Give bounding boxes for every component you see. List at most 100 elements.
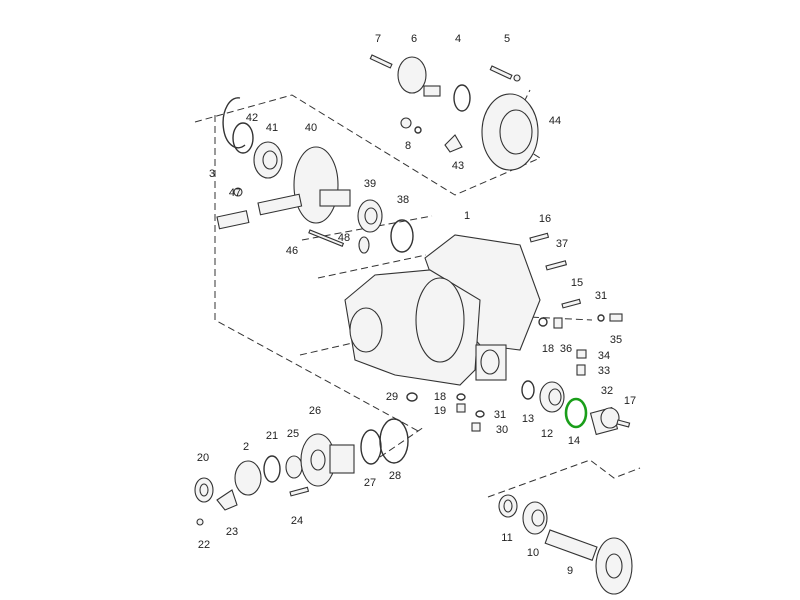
plug-30 bbox=[471, 422, 481, 432]
part-number-label[interactable]: 34 bbox=[598, 350, 610, 362]
housing-left-bore bbox=[349, 307, 383, 353]
part-number-label[interactable]: 29 bbox=[386, 391, 398, 403]
housings bbox=[344, 234, 541, 386]
part-number-label[interactable]: 19 bbox=[434, 405, 446, 417]
part-number-label[interactable]: 23 bbox=[226, 526, 238, 538]
bolt-17 bbox=[616, 419, 631, 428]
part-number-label[interactable]: 33 bbox=[598, 365, 610, 377]
part-number-label[interactable]: 22 bbox=[198, 539, 210, 551]
o-ring-27 bbox=[360, 429, 382, 465]
flange-6 bbox=[397, 56, 427, 94]
part-number-label-highlighted[interactable]: 14 bbox=[568, 435, 580, 447]
part-number-label[interactable]: 7 bbox=[375, 33, 381, 45]
part-number-label[interactable]: 47 bbox=[229, 187, 241, 199]
part-number-label[interactable]: 5 bbox=[504, 33, 510, 45]
part-number-label[interactable]: 37 bbox=[556, 238, 568, 250]
part-number-label[interactable]: 3 bbox=[209, 168, 215, 180]
part-number-label[interactable]: 48 bbox=[338, 232, 350, 244]
part-number-label[interactable]: 28 bbox=[389, 470, 401, 482]
bolt-16 bbox=[529, 232, 550, 243]
part-number-label[interactable]: 42 bbox=[246, 112, 258, 124]
plug-19 bbox=[456, 403, 466, 413]
o-ring-21 bbox=[263, 455, 281, 483]
fitting-35 bbox=[609, 313, 623, 322]
lower-left-parts bbox=[194, 418, 409, 526]
bracket-23 bbox=[216, 489, 238, 511]
part-number-label[interactable]: 10 bbox=[527, 547, 539, 559]
part-number-label[interactable]: 40 bbox=[305, 122, 317, 134]
part-number-label[interactable]: 41 bbox=[266, 122, 278, 134]
plug-34 bbox=[576, 349, 587, 359]
part-number-label[interactable]: 21 bbox=[266, 430, 278, 442]
nut-47 bbox=[233, 187, 243, 197]
plug-36 bbox=[553, 317, 563, 329]
part-number-label[interactable]: 9 bbox=[567, 565, 573, 577]
right-parts bbox=[406, 232, 631, 436]
part-number-label[interactable]: 31 bbox=[494, 409, 506, 421]
bolt-46 bbox=[308, 229, 345, 247]
bolt-5 bbox=[489, 65, 513, 80]
part-number-label[interactable]: 15 bbox=[571, 277, 583, 289]
part-number-label[interactable]: 6 bbox=[411, 33, 417, 45]
part-number-label[interactable]: 43 bbox=[452, 160, 464, 172]
part-number-label[interactable]: 18 bbox=[434, 391, 446, 403]
part-number-label[interactable]: 4 bbox=[455, 33, 461, 45]
part-number-label[interactable]: 11 bbox=[501, 532, 512, 544]
part-number-label[interactable]: 18 bbox=[542, 343, 554, 355]
output-shaft-9 bbox=[544, 529, 598, 561]
o-ring-14-highlighted bbox=[564, 397, 588, 429]
circlip-3 bbox=[222, 97, 246, 149]
seal-4 bbox=[453, 84, 471, 112]
part-number-label[interactable]: 36 bbox=[560, 343, 572, 355]
nut-25 bbox=[285, 455, 303, 479]
part-number-label[interactable]: 20 bbox=[197, 452, 209, 464]
part-number-label[interactable]: 24 bbox=[291, 515, 303, 527]
part-number-label[interactable]: 8 bbox=[405, 140, 411, 152]
housing-flange bbox=[415, 277, 465, 363]
sleeve-2 bbox=[234, 460, 262, 496]
part-number-label[interactable]: 46 bbox=[286, 245, 298, 257]
seal-38 bbox=[390, 219, 414, 253]
bracket-43 bbox=[444, 134, 463, 153]
part-labels: 7 6 4 5 42 41 40 44 8 43 3 47 39 38 1 16 37 48 46 15 31 35 18 3… bbox=[197, 33, 636, 577]
washer-5 bbox=[513, 74, 521, 82]
plate-48 bbox=[358, 236, 370, 254]
part-number-label[interactable]: 30 bbox=[496, 424, 508, 436]
part-number-label[interactable]: 39 bbox=[364, 178, 376, 190]
bolt-7 bbox=[369, 54, 393, 69]
ring-gear-44-bore bbox=[499, 109, 533, 155]
o-ring-31b bbox=[475, 410, 485, 418]
flange-26-hub bbox=[329, 444, 355, 474]
bolt-15 bbox=[561, 298, 582, 309]
part-number-label[interactable]: 35 bbox=[610, 334, 622, 346]
sensor-8 bbox=[400, 117, 412, 129]
part-number-label[interactable]: 27 bbox=[364, 477, 376, 489]
part-number-label[interactable]: 26 bbox=[309, 405, 321, 417]
part-number-label[interactable]: 38 bbox=[397, 194, 409, 206]
washer-29 bbox=[406, 392, 418, 402]
part-number-label[interactable]: 16 bbox=[539, 213, 551, 225]
part-number-label[interactable]: 1 bbox=[464, 210, 470, 222]
part-number-label[interactable]: 13 bbox=[522, 413, 534, 425]
part-number-label[interactable]: 17 bbox=[624, 395, 636, 407]
o-ring-18 bbox=[538, 317, 548, 327]
part-number-label[interactable]: 32 bbox=[601, 385, 613, 397]
valve-33 bbox=[576, 364, 586, 376]
lower-right-parts bbox=[498, 494, 633, 595]
o-ring-18b bbox=[456, 393, 466, 401]
bolt-24 bbox=[289, 486, 310, 497]
part-number-label[interactable]: 12 bbox=[541, 428, 553, 440]
part-number-label[interactable]: 31 bbox=[595, 290, 607, 302]
pinion-shaft bbox=[257, 193, 303, 216]
part-number-label[interactable]: 44 bbox=[549, 115, 561, 127]
o-ring-31 bbox=[597, 314, 605, 322]
o-ring-8 bbox=[414, 126, 422, 134]
part-number-label[interactable]: 25 bbox=[287, 428, 299, 440]
seal-28 bbox=[379, 418, 409, 464]
bolt-37 bbox=[545, 260, 568, 271]
spline-shaft bbox=[216, 210, 250, 230]
circlip-13 bbox=[521, 380, 535, 400]
part-number-label[interactable]: 2 bbox=[243, 441, 249, 453]
